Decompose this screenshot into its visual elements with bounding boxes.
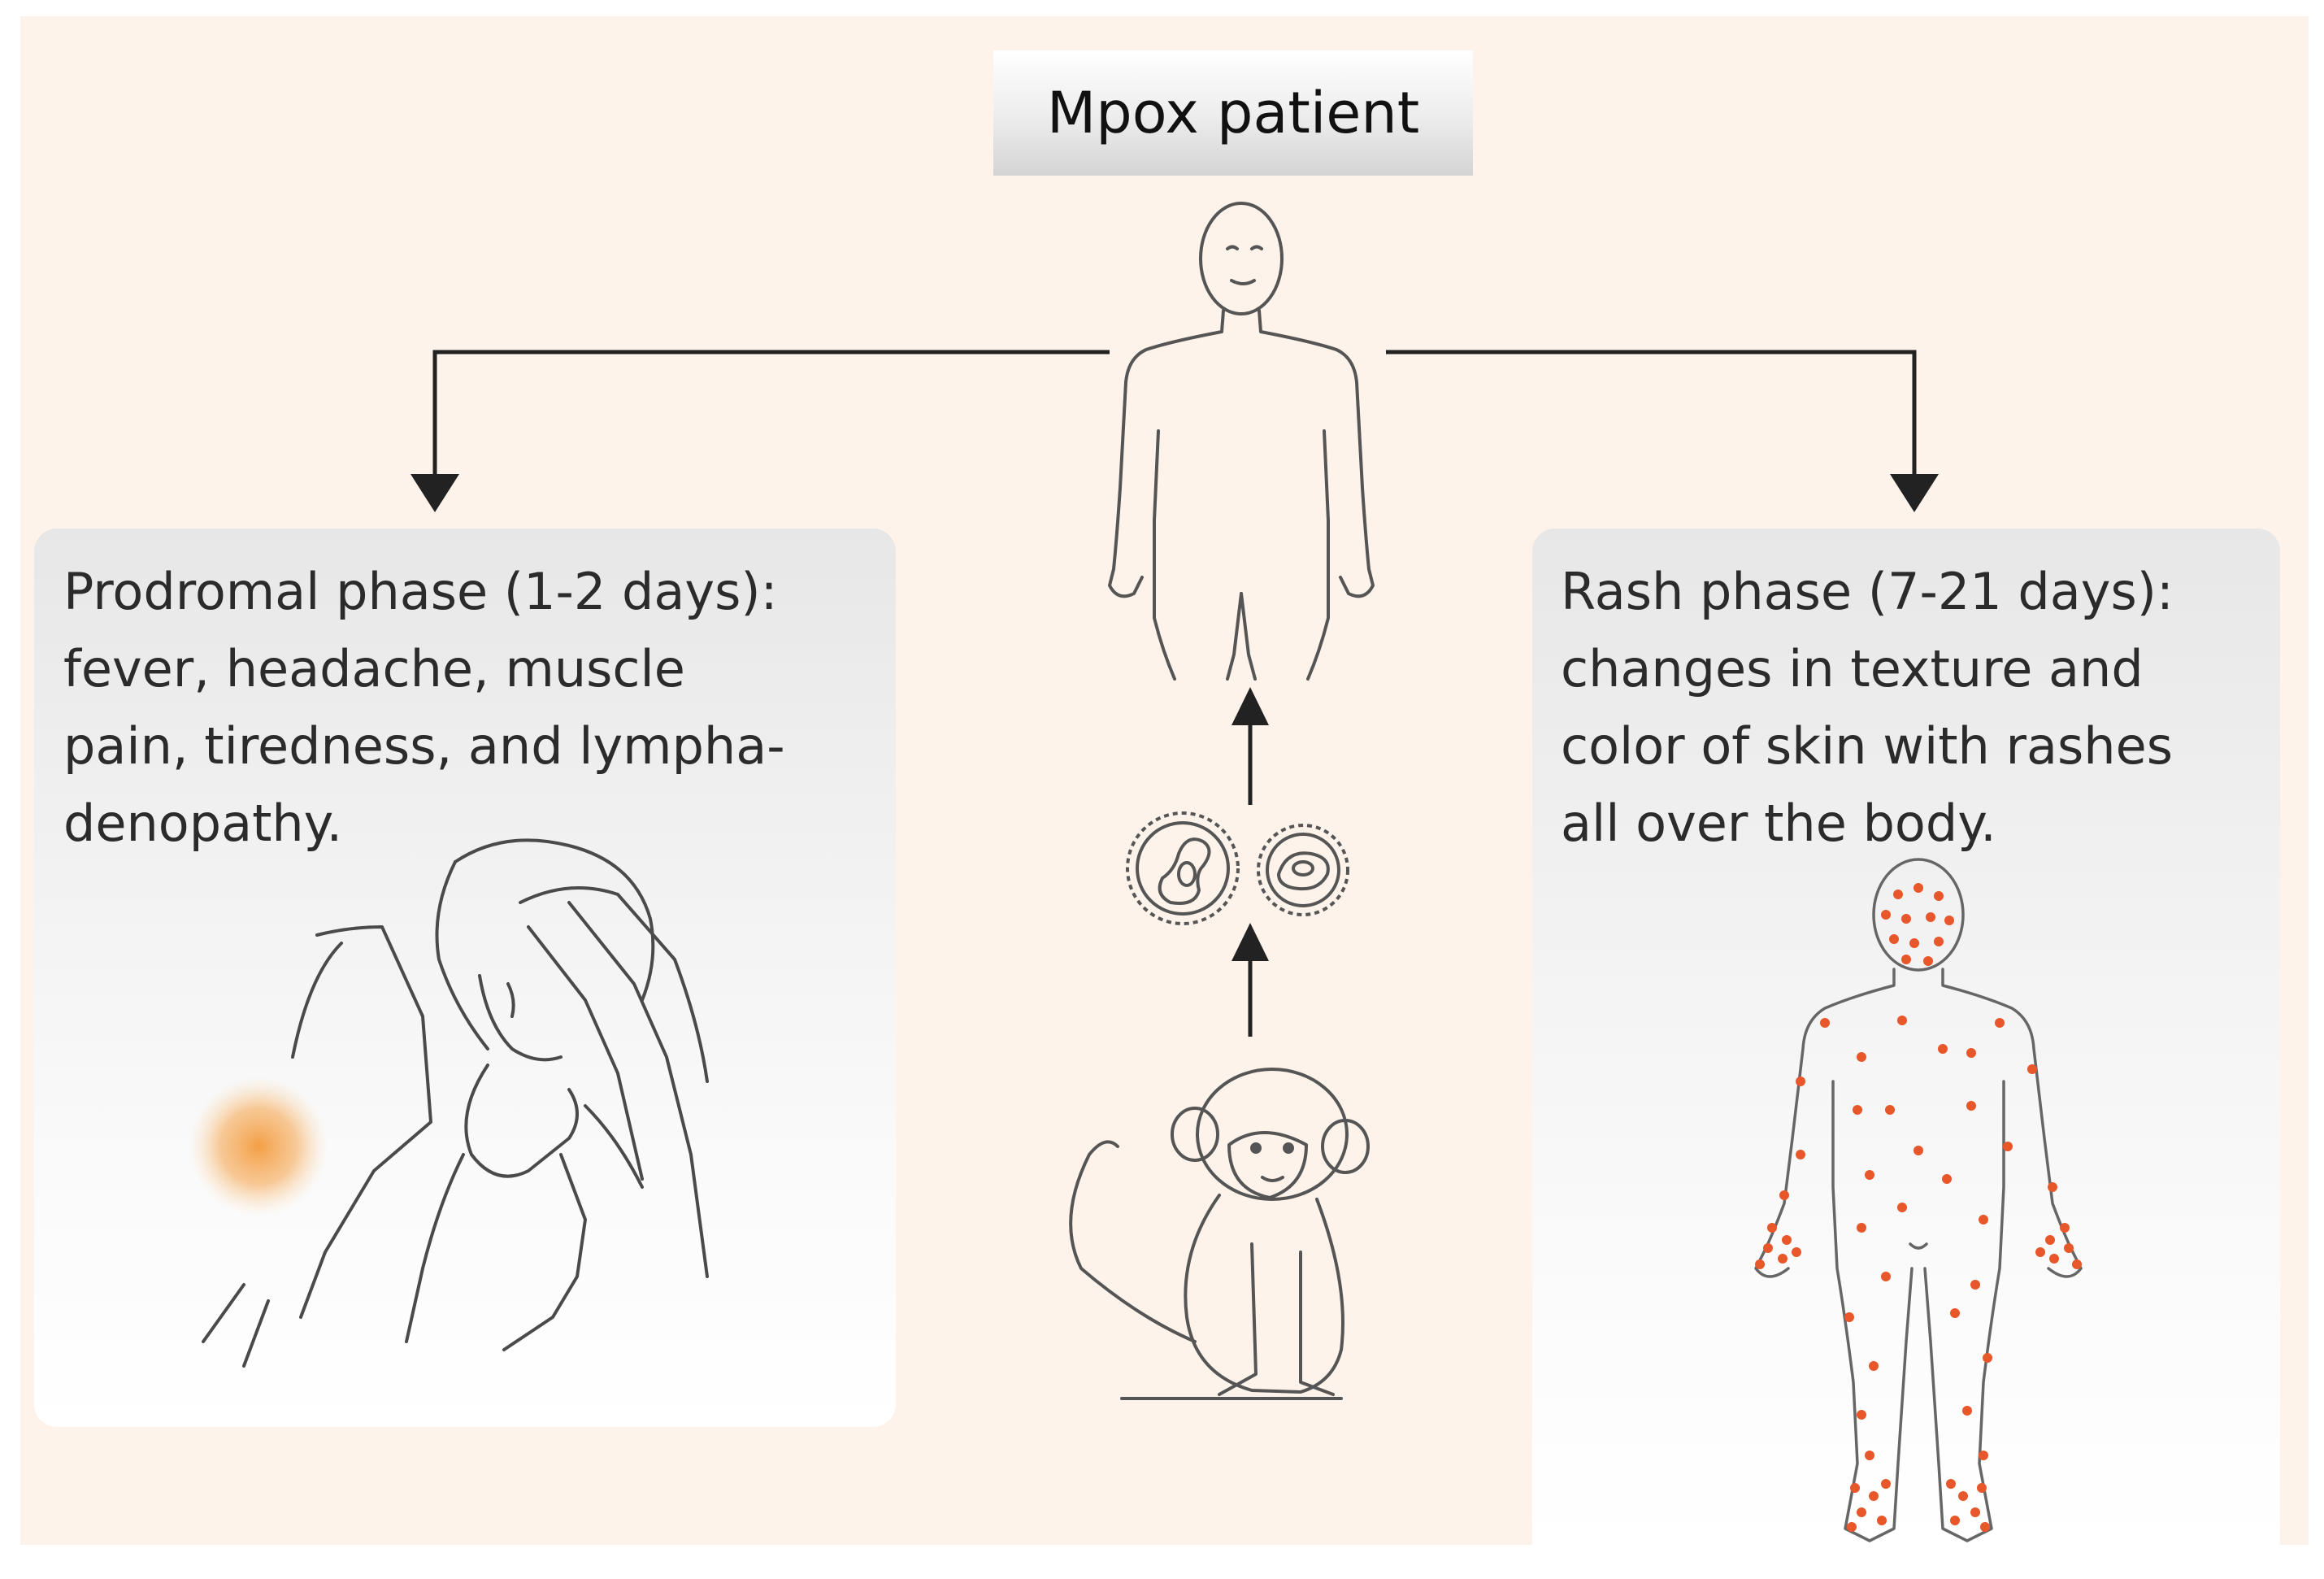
prodromal-phase-box: Prodromal phase (1-2 days): fever, heada… (34, 529, 896, 1427)
rash-body-icon (1754, 858, 2083, 1542)
right-branch-arrow (1386, 350, 1939, 512)
left-branch-arrow (411, 350, 1110, 512)
diagram-title: Mpox patient (1046, 80, 1420, 146)
inflammation-spot-icon (189, 1077, 328, 1216)
rash-line-1: Rash phase (7-21 days): (1561, 562, 2174, 621)
prodromal-line-4: denopathy. (63, 794, 343, 853)
prodromal-phase-text: Prodromal phase (1-2 days): fever, heada… (63, 553, 785, 862)
rash-line-4: all over the body. (1561, 794, 1996, 853)
rash-phase-text: Rash phase (7-21 days): changes in textu… (1561, 553, 2174, 862)
monkey-icon (1069, 1068, 1370, 1400)
monkey-to-virus-arrow (1232, 923, 1269, 1037)
prodromal-line-2: fever, headache, muscle (63, 639, 685, 698)
rash-line-2: changes in texture and (1561, 639, 2144, 698)
title-box: Mpox patient (993, 50, 1473, 176)
human-figure-icon (1108, 202, 1375, 681)
virus-to-patient-arrow (1232, 687, 1269, 805)
virus-particle-icon (1126, 811, 1349, 925)
rash-line-3: color of skin with rashes (1561, 716, 2174, 776)
prodromal-line-1: Prodromal phase (1-2 days): (63, 562, 778, 621)
prodromal-line-3: pain, tiredness, and lympha- (63, 716, 785, 776)
sick-person-icon (202, 838, 709, 1368)
rash-spots (1755, 883, 2082, 1532)
rash-phase-box: Rash phase (7-21 days): changes in textu… (1532, 529, 2280, 1545)
